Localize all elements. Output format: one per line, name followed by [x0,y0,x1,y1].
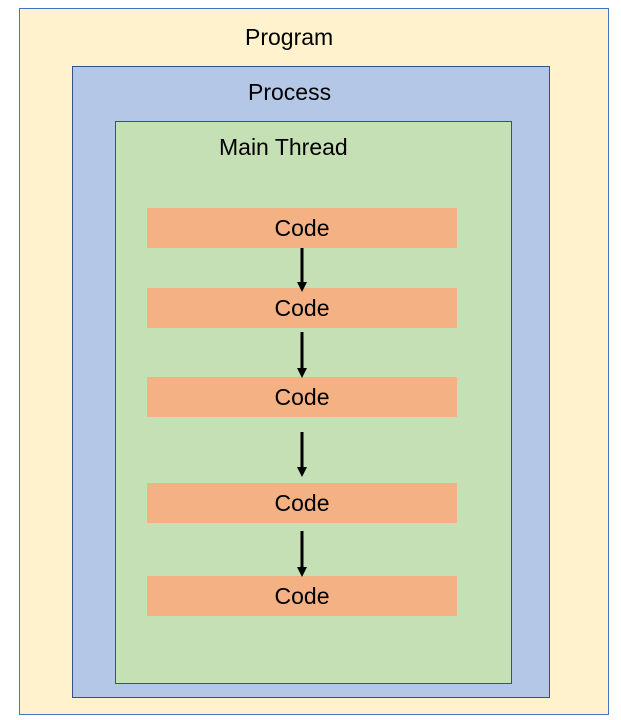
code-block-4: Code [147,483,457,523]
main-thread-label: Main Thread [219,134,348,160]
program-label: Program [245,24,334,50]
process-label: Process [248,79,332,105]
code-block-3: Code [147,377,457,417]
code-block-1: Code [147,208,457,248]
code-block-5: Code [147,576,457,616]
code-block-2: Code [147,288,457,328]
